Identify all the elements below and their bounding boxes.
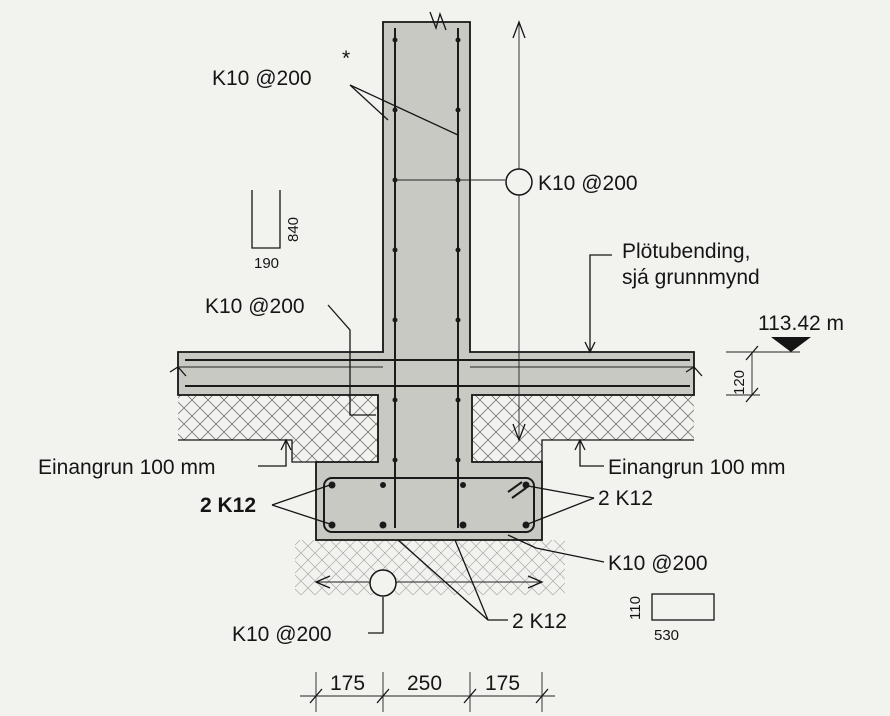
label-footing-bar-right: K10 @200 — [608, 552, 708, 575]
wall-bar-dots — [392, 37, 461, 463]
label-bars-left: 2 K12 — [200, 494, 256, 517]
concrete-section — [177, 21, 695, 541]
label-top-bar: K10 @200 — [212, 67, 312, 90]
footing-stirrup-shape — [651, 593, 715, 621]
level-text: 113.42 m — [758, 312, 844, 335]
label-bars-bottom: 2 K12 — [512, 610, 567, 633]
foot-stirrup-width: 530 — [654, 627, 679, 644]
label-left-bar: K10 @200 — [205, 295, 305, 318]
break-symbol — [429, 11, 447, 31]
label-top-star: * — [342, 47, 350, 70]
stirrup-width: 190 — [254, 255, 279, 272]
soil-hatch — [295, 540, 565, 595]
foot-stirrup-height: 110 — [627, 596, 644, 620]
insulation-left — [178, 395, 378, 440]
footing-stirrup — [323, 477, 535, 533]
dimension-chain: 175 250 175 — [300, 672, 555, 712]
dim-1: 175 — [330, 672, 365, 695]
stirrup-height: 840 — [285, 217, 302, 242]
wall-bar-marker — [505, 168, 533, 196]
slab-note-line1: Plötubending, — [622, 240, 750, 263]
insulation-right-lower — [472, 440, 542, 462]
insulation-left-lower — [292, 440, 378, 462]
dim-2: 250 — [407, 672, 442, 695]
label-insulation-right: Einangrun 100 mm — [608, 456, 785, 479]
slab-thickness: 120 — [731, 370, 748, 395]
label-wall-bar: K10 @200 — [538, 172, 638, 195]
insulation-right — [472, 395, 694, 440]
level-triangle-icon — [771, 337, 811, 352]
footing-bar-marker — [369, 569, 397, 597]
label-insulation-left: Einangrun 100 mm — [38, 456, 215, 479]
label-footing-bar-bottom: K10 @200 — [232, 623, 332, 646]
dim-3: 175 — [485, 672, 520, 695]
footing-bar-dots — [328, 481, 530, 529]
label-bars-right: 2 K12 — [598, 487, 653, 510]
slab-note-line2: sjá grunnmynd — [622, 266, 760, 289]
